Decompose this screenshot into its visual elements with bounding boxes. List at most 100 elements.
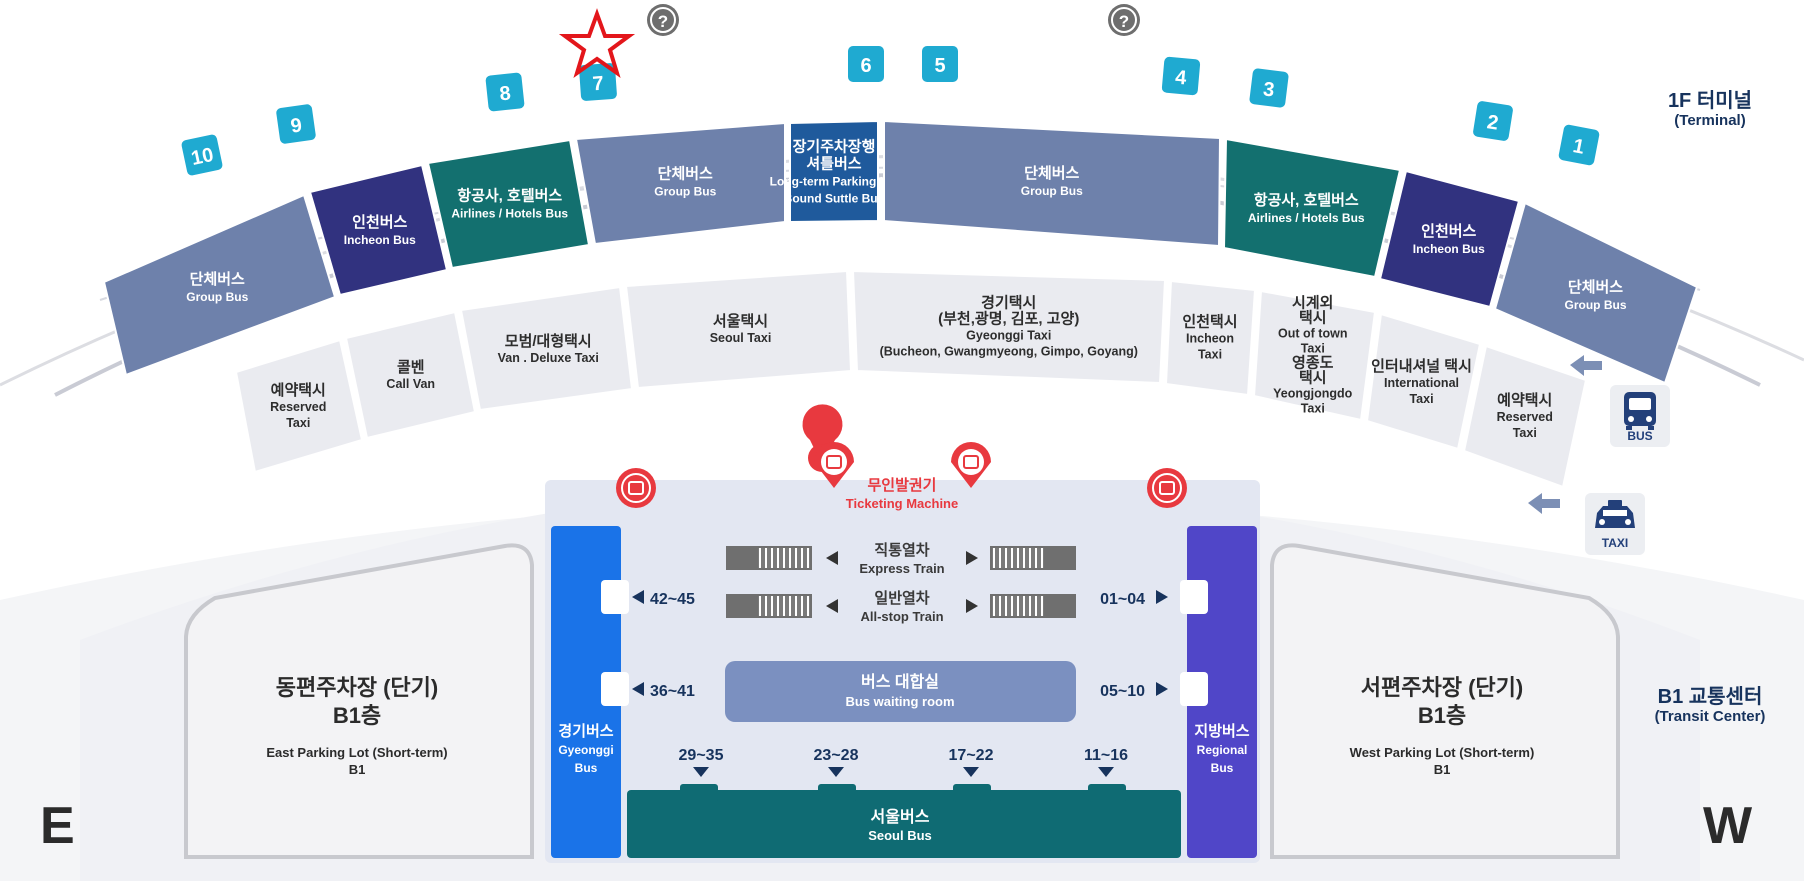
east-parking-en-floor: B1	[349, 762, 366, 777]
help-icon[interactable]: ?	[647, 4, 679, 36]
bus-zone-label: 단체버스	[1568, 279, 1623, 296]
taxi-zone-label: 예약택시	[1497, 391, 1552, 409]
svg-text:10: 10	[189, 144, 215, 170]
taxi-zone-label: Taxi	[1409, 392, 1433, 406]
bus-zone-label: Long-term Parking Lot	[770, 174, 899, 188]
taxi-zone-label: Taxi	[1301, 401, 1325, 415]
exit-label-left-top: 42~45	[632, 590, 695, 608]
all-stop-train-ko: 일반열차	[874, 590, 929, 607]
bus-zone-3[interactable]: 단체버스 Group Bus	[574, 121, 786, 246]
waiting-room-en: Bus waiting room	[845, 694, 954, 709]
express-train: 직통열차 Express Train	[726, 541, 1076, 576]
taxi-zone-4[interactable]: 경기택시(부천,광명, 김포, 고양)Gyeonggi Taxi(Bucheon…	[851, 269, 1167, 385]
express-train-en: Express Train	[859, 561, 944, 576]
gate-9-marker: 9	[276, 104, 316, 144]
bus-zone-label: 장기주차장행	[793, 137, 876, 155]
west-direction-label: W	[1703, 797, 1753, 855]
taxi-icon	[1595, 500, 1635, 528]
seoul-bus-ko: 서울버스	[871, 808, 930, 826]
taxi-zone-label: Taxi	[1513, 426, 1537, 440]
svg-text:BUS: BUS	[1627, 429, 1652, 443]
gate-5-marker: 5	[922, 46, 958, 82]
taxi-zone-label: Seoul Taxi	[710, 331, 772, 345]
terminal-floor-ko: 1F 터미널	[1667, 90, 1753, 112]
svg-text:3: 3	[1262, 78, 1276, 101]
taxi-zone-label: 인터내셔널 택시	[1371, 357, 1472, 375]
svg-text:1: 1	[1571, 135, 1586, 159]
taxi-zone-label: Reserved	[1497, 410, 1553, 424]
transit-center-ko: B1 교통센터	[1657, 686, 1763, 708]
gate-8-marker: 8	[485, 72, 525, 112]
all-stop-train-en: All-stop Train	[860, 609, 943, 624]
taxi-zone-label: 영종도	[1292, 353, 1334, 371]
svg-text:01~04: 01~04	[1100, 591, 1145, 608]
bus-zone-label: Incheon Bus	[1413, 242, 1485, 256]
west-parking-en-floor: B1	[1434, 762, 1451, 777]
svg-text:8: 8	[499, 82, 512, 105]
exit-label-right-mid: 05~10	[1100, 682, 1168, 700]
svg-text:?: ?	[658, 12, 668, 31]
bus-zone-label: Group Bus	[1021, 184, 1083, 198]
bus-zone-label: 항공사, 호텔버스	[457, 187, 562, 205]
gate-6-marker: 6	[848, 46, 884, 82]
platform-label: 29~35	[679, 747, 724, 777]
gyeonggi-bus-en: Bus	[575, 761, 598, 775]
platform-label: 23~28	[814, 747, 859, 777]
taxi-zone-label: 콜벤	[397, 359, 425, 376]
east-parking-en: East Parking Lot (Short-term)	[266, 745, 447, 760]
seoul-bus-zone: 서울버스 Seoul Bus	[627, 784, 1181, 858]
gate-1-marker: 1	[1558, 124, 1600, 166]
help-icon[interactable]: ?	[1108, 4, 1140, 36]
taxi-zone-label: Reserved	[270, 400, 326, 414]
gate-4-marker: 4	[1161, 56, 1201, 96]
regional-bus-en: Regional	[1197, 743, 1248, 757]
ticketing-label-ko: 무인발권기	[867, 476, 936, 494]
svg-text:23~28: 23~28	[814, 747, 859, 764]
taxi-zone-label: Call Van	[386, 377, 435, 391]
bus-zone-label: Group Bus	[654, 185, 716, 199]
bus-zone-label: 항공사, 호텔버스	[1254, 191, 1359, 209]
taxi-zone-label: 예약택시	[271, 381, 326, 399]
exit-label-right-top: 01~04	[1100, 590, 1168, 608]
gate-3-marker: 3	[1249, 68, 1289, 108]
bus-zone-label: 셔틀버스	[806, 155, 861, 172]
arrow-left-icon	[1528, 493, 1560, 514]
taxi-zone-label: (부천,광명, 김포, 고양)	[938, 309, 1079, 327]
gate-10-marker: 10	[181, 134, 223, 176]
transit-center-label: B1 교통센터 (Transit Center)	[1625, 686, 1795, 726]
svg-text:2: 2	[1485, 111, 1499, 134]
taxi-zone-label: Taxi	[286, 416, 310, 430]
bus-legend: BUS	[1610, 385, 1670, 447]
taxi-legend: TAXI	[1585, 493, 1645, 555]
bus-zone-label: 단체버스	[658, 166, 713, 183]
taxi-zone-label: Out of town	[1278, 326, 1347, 340]
taxi-zone-label: Taxi	[1198, 348, 1222, 362]
bus-zone-5[interactable]: 단체버스 Group Bus	[883, 119, 1222, 248]
transit-center: 경기버스 Gyeonggi Bus 지방버스 Regional Bus 42~4…	[551, 526, 1257, 858]
svg-text:TAXI: TAXI	[1602, 536, 1628, 550]
ticketing-machine-icon	[616, 468, 656, 508]
taxi-zone-label: 모범/대형택시	[505, 332, 592, 350]
ticketing-machine-icon	[1147, 468, 1187, 508]
east-parking-ko: 동편주차장 (단기)	[276, 675, 438, 700]
all-stop-train: 일반열차 All-stop Train	[726, 590, 1076, 624]
east-parking-floor: B1층	[333, 703, 381, 728]
bus-zone-label: 단체버스	[1024, 165, 1079, 182]
